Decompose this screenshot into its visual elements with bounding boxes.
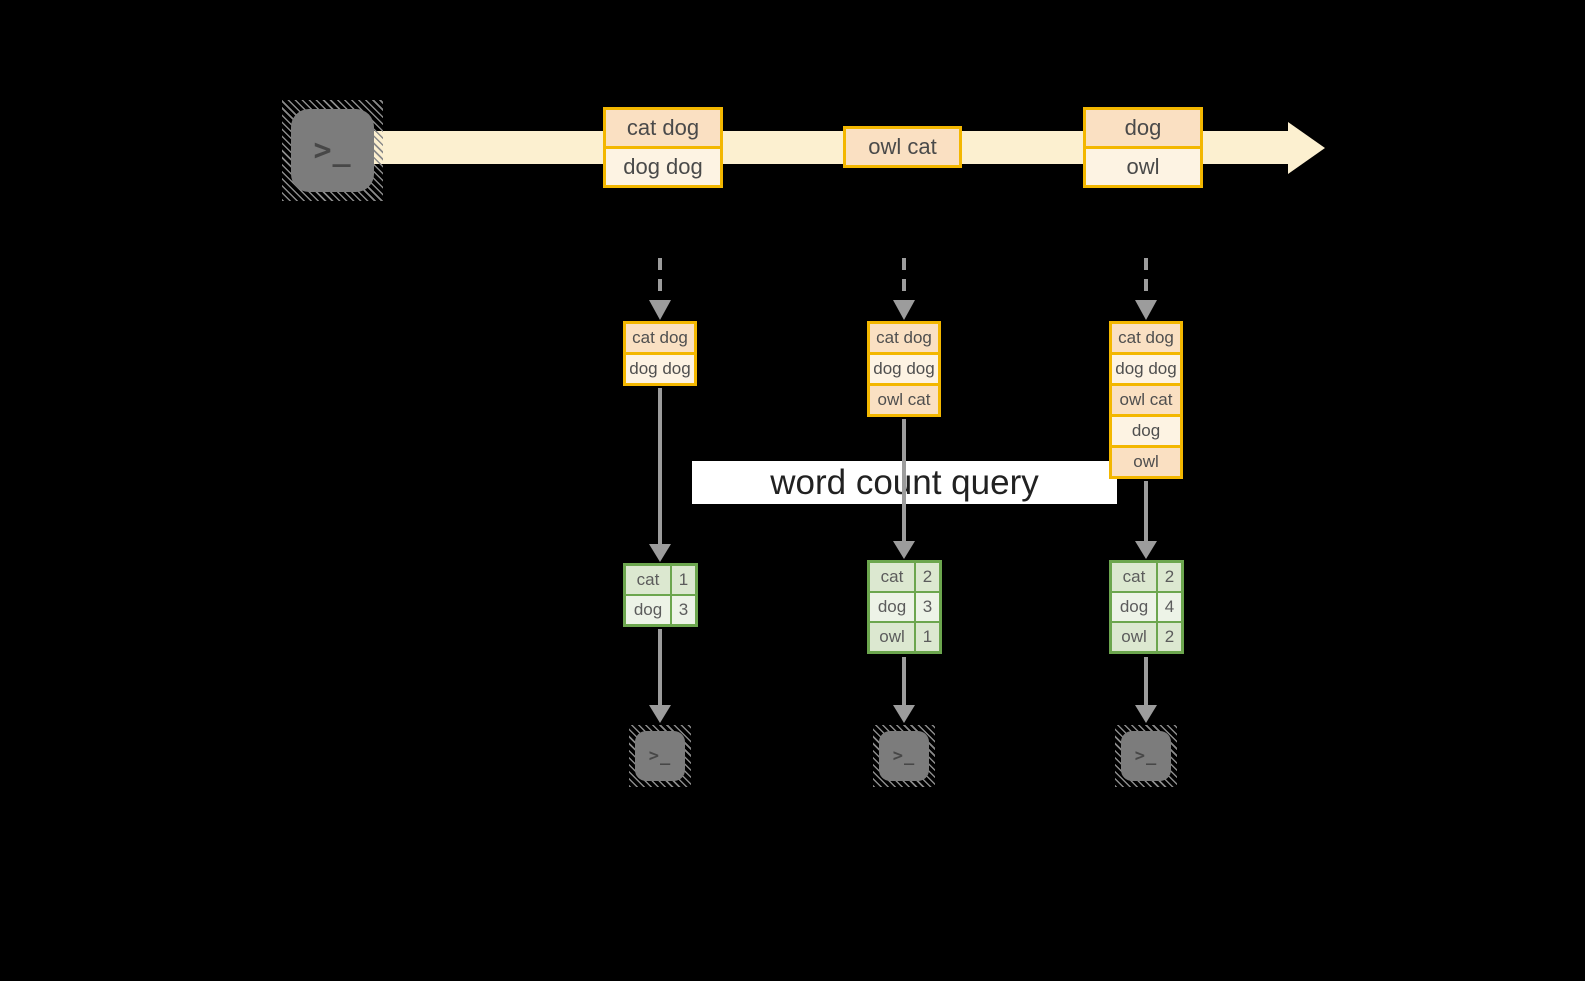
word-cell: dog bbox=[870, 593, 914, 621]
count-cell: 2 bbox=[916, 563, 939, 591]
word-cell: owl bbox=[1112, 623, 1156, 651]
state-stack-3: cat dog dog dog owl cat dog owl bbox=[1109, 321, 1183, 479]
count-cell: 1 bbox=[672, 566, 695, 594]
state-stack-2: cat dog dog dog owl cat bbox=[867, 321, 941, 417]
output-arrowhead-col3-icon bbox=[1135, 705, 1157, 723]
stack-row: cat dog bbox=[1112, 324, 1180, 352]
message-row: dog dog bbox=[606, 146, 720, 185]
message-row: dog bbox=[1086, 110, 1200, 146]
stack-row: dog dog bbox=[1112, 352, 1180, 383]
stream-message-1: cat dog dog dog bbox=[603, 107, 723, 188]
word-cell: dog bbox=[1112, 593, 1156, 621]
stack-row: owl cat bbox=[1112, 383, 1180, 414]
terminal-screen: >_ bbox=[1121, 731, 1171, 781]
output-arrowhead-col1-icon bbox=[649, 705, 671, 723]
word-count-table-1: cat 1 dog 3 bbox=[623, 563, 698, 627]
query-arrowhead-col1-icon bbox=[649, 544, 671, 562]
count-cell: 1 bbox=[916, 623, 939, 651]
count-cell: 3 bbox=[672, 596, 695, 624]
word-cell: cat bbox=[1112, 563, 1156, 591]
output-terminal-icon-1: >_ bbox=[629, 725, 691, 787]
query-arrowhead-col3-icon bbox=[1135, 541, 1157, 559]
output-terminal-icon-2: >_ bbox=[873, 725, 935, 787]
word-cell: dog bbox=[626, 596, 670, 624]
count-cell: 2 bbox=[1158, 623, 1181, 651]
stream-message-3: dog owl bbox=[1083, 107, 1203, 188]
stream-message-2: owl cat bbox=[843, 126, 962, 168]
stream-arrowhead-icon bbox=[1288, 122, 1325, 174]
query-banner: word count query bbox=[692, 461, 1117, 504]
terminal-prompt-glyph: >_ bbox=[1134, 746, 1158, 766]
output-arrowhead-col2-icon bbox=[893, 705, 915, 723]
word-count-table-2: cat 2 dog 3 owl 1 bbox=[867, 560, 942, 654]
stack-row: dog dog bbox=[626, 352, 694, 383]
source-terminal-icon: >_ bbox=[282, 100, 383, 201]
message-row: owl bbox=[1086, 146, 1200, 185]
count-cell: 3 bbox=[916, 593, 939, 621]
dashed-arrowhead-col2-icon bbox=[893, 300, 915, 320]
stack-row: owl cat bbox=[870, 383, 938, 414]
count-cell: 2 bbox=[1158, 563, 1181, 591]
query-arrowhead-col2-icon bbox=[893, 541, 915, 559]
stack-row: dog dog bbox=[870, 352, 938, 383]
terminal-prompt-glyph: >_ bbox=[892, 746, 916, 766]
count-cell: 4 bbox=[1158, 593, 1181, 621]
terminal-screen: >_ bbox=[879, 731, 929, 781]
stack-row: owl bbox=[1112, 445, 1180, 476]
message-row: cat dog bbox=[606, 110, 720, 146]
word-count-table-3: cat 2 dog 4 owl 2 bbox=[1109, 560, 1184, 654]
state-stack-1: cat dog dog dog bbox=[623, 321, 697, 386]
dashed-arrowhead-col3-icon bbox=[1135, 300, 1157, 320]
dashed-arrowhead-col1-icon bbox=[649, 300, 671, 320]
terminal-screen: >_ bbox=[635, 731, 685, 781]
terminal-prompt-glyph: >_ bbox=[648, 746, 672, 766]
output-terminal-icon-3: >_ bbox=[1115, 725, 1177, 787]
query-banner-label: word count query bbox=[770, 462, 1039, 502]
terminal-prompt-glyph: >_ bbox=[313, 133, 352, 168]
stack-row: cat dog bbox=[870, 324, 938, 352]
word-cell: owl bbox=[870, 623, 914, 651]
terminal-screen: >_ bbox=[291, 109, 374, 192]
word-cell: cat bbox=[626, 566, 670, 594]
stack-row: cat dog bbox=[626, 324, 694, 352]
message-row: owl cat bbox=[846, 129, 959, 165]
word-cell: cat bbox=[870, 563, 914, 591]
stack-row: dog bbox=[1112, 414, 1180, 445]
